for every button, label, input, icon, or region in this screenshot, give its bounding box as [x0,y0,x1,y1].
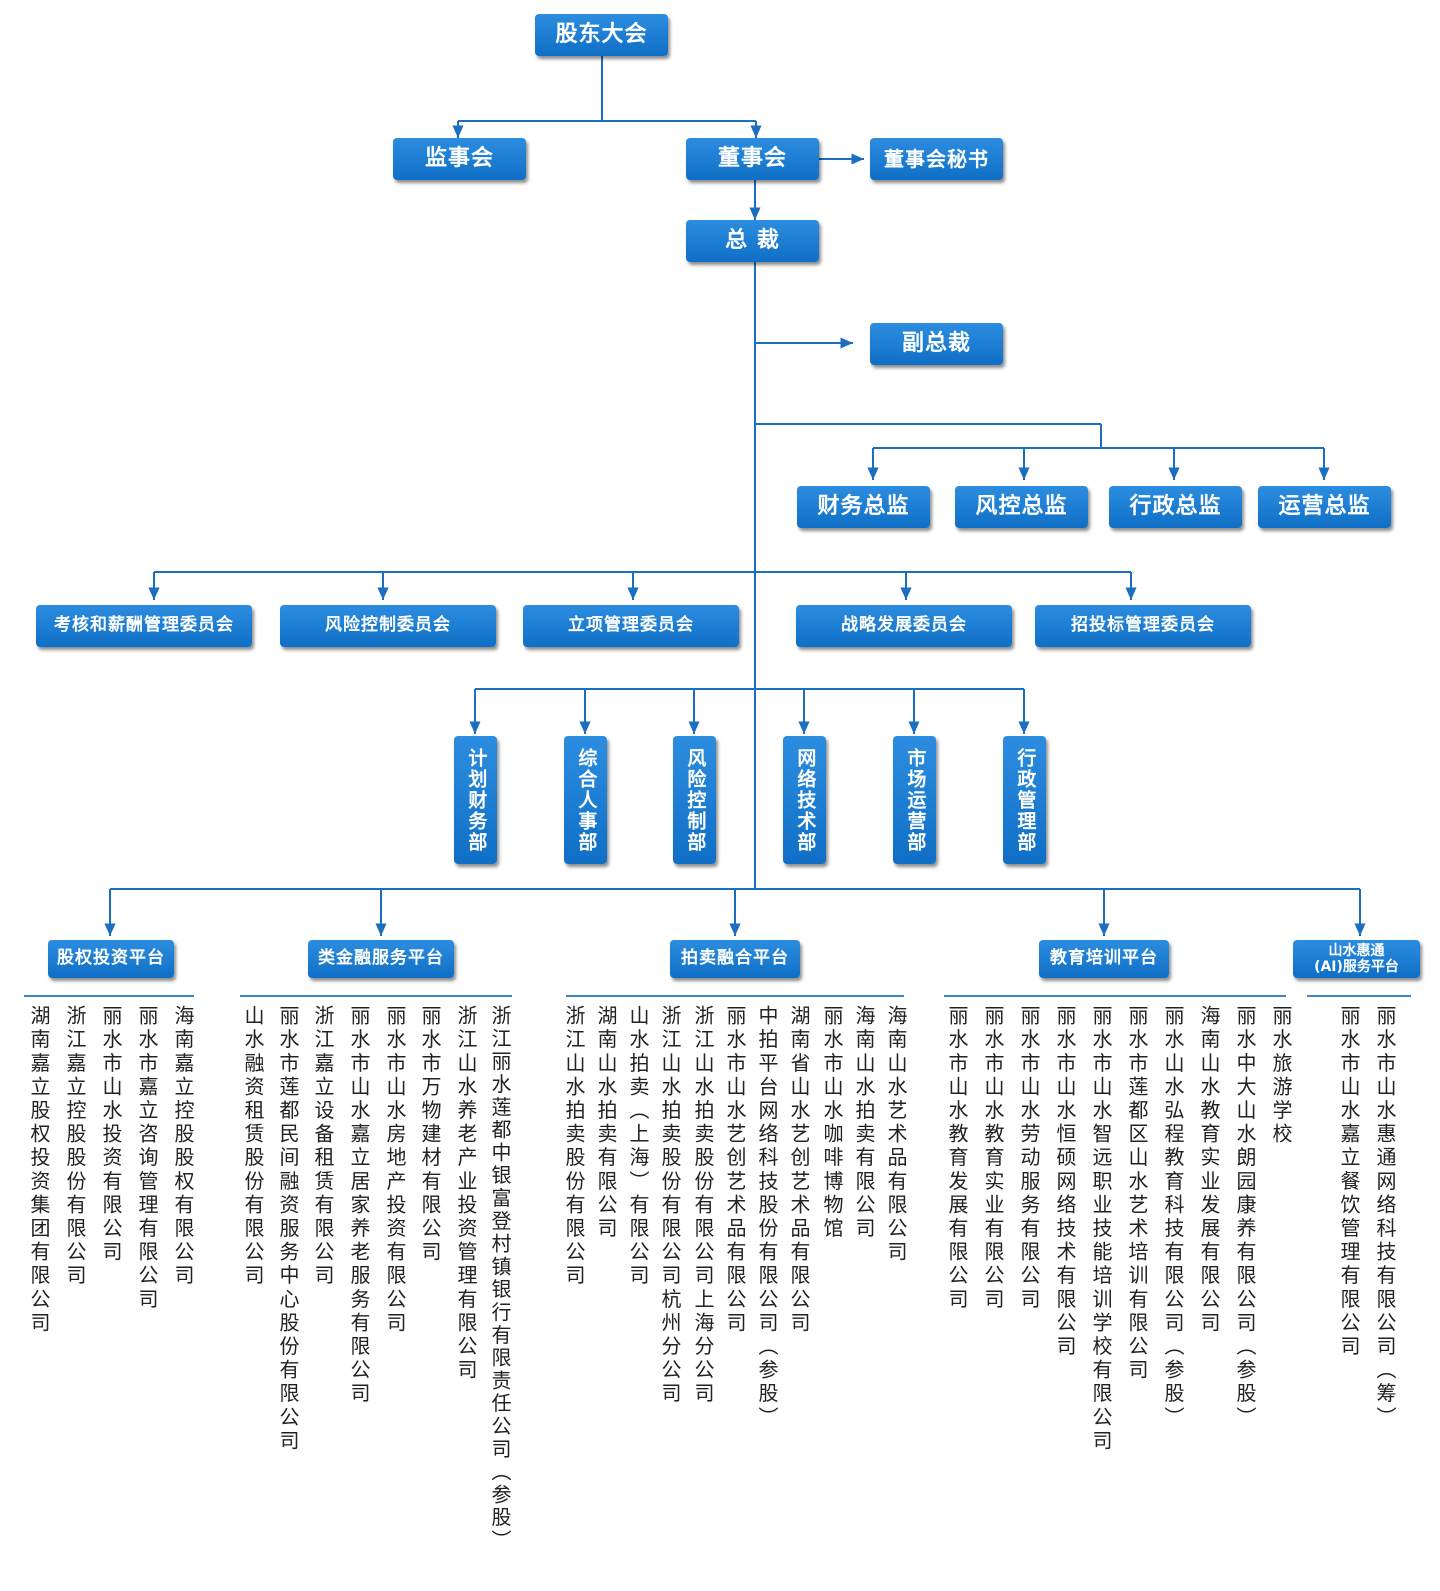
dept-planning-finance: 计划财务部 [454,736,497,864]
committee-compensation: 考核和薪酬管理委员会 [36,605,252,647]
company-name: 丽水市万物建材有限公司 [418,1005,442,1265]
company-name: 丽水市山水劳动服务有限公司 [1017,1005,1041,1312]
dept-network-tech: 网络技术部 [783,736,826,864]
platform-education: 教育培训平台 [1039,940,1169,978]
company-name: 丽水市山水惠通网络科技有限公司（筹） [1373,1005,1397,1430]
company-name: 丽水中大山水朗园康养有限公司（参股） [1233,1005,1257,1430]
company-name: 海南山水拍卖有限公司 [852,1005,876,1241]
company-name: 丽水市莲都民间融资服务中心股份有限公司 [276,1005,300,1454]
company-name: 丽水市山水教育实业有限公司 [981,1005,1005,1312]
company-name: 丽水山水弘程教育科技有限公司（参股） [1161,1005,1185,1430]
company-name: 浙江山水拍卖股份有限公司上海分公司 [691,1005,715,1407]
shareholders-box: 股东大会 [535,14,668,56]
board-box: 董事会 [686,138,819,180]
director-operations: 运营总监 [1258,486,1391,528]
company-name: 丽水市莲都区山水艺术培训有限公司 [1125,1005,1149,1383]
company-name: 山水融资租赁股份有限公司 [241,1005,265,1289]
committee-bidding: 招投标管理委员会 [1035,605,1251,647]
board-secretary-box: 董事会秘书 [870,138,1003,180]
company-name: 浙江嘉立设备租赁有限公司 [311,1005,335,1289]
company-name: 丽水旅游学校 [1269,1005,1293,1147]
platform-ai-service-line1: 山水惠通 [1328,942,1385,959]
dept-marketing: 市场运营部 [893,736,936,864]
committee-project: 立项管理委员会 [523,605,739,647]
company-name: 浙江山水养老产业投资管理有限公司 [454,1005,478,1383]
company-name: 中拍平台网络科技股份有限公司（参股） [755,1005,779,1430]
company-name: 丽水市嘉立咨询管理有限公司 [135,1005,159,1312]
company-name: 湖南山水拍卖有限公司 [594,1005,618,1241]
platform-equity: 股权投资平台 [48,940,174,978]
company-name: 浙江丽水莲都中银富登村镇银行有限责任公司（参股） [488,1005,512,1553]
company-name: 丽水市山水房地产投资有限公司 [383,1005,407,1336]
platform-auction: 拍卖融合平台 [670,940,800,978]
company-name: 丽水市山水恒硕网络技术有限公司 [1053,1005,1077,1359]
dept-hr: 综合人事部 [564,736,607,864]
company-name: 海南嘉立控股股权有限公司 [171,1005,195,1289]
company-name: 丽水市山水投资有限公司 [99,1005,123,1265]
company-name: 海南山水艺术品有限公司 [884,1005,908,1265]
company-name: 浙江山水拍卖股份有限公司 [562,1005,586,1289]
group-divider [24,995,194,997]
company-name: 丽水市山水艺创艺术品有限公司 [723,1005,747,1336]
group-divider [1307,995,1411,997]
dept-risk-control: 风险控制部 [673,736,716,864]
group-divider [944,995,1286,997]
company-name: 丽水市山水嘉立居家养老服务有限公司 [347,1005,371,1407]
company-name: 湖南嘉立股权投资集团有限公司 [27,1005,51,1336]
company-name: 丽水市山水咖啡博物馆 [820,1005,844,1241]
company-name: 丽水市山水智远职业技能培训学校有限公司 [1089,1005,1113,1454]
company-name: 海南山水教育实业发展有限公司 [1197,1005,1221,1336]
dept-admin: 行政管理部 [1003,736,1046,864]
platform-quasi-finance: 类金融服务平台 [308,940,454,978]
company-name: 浙江山水拍卖股份有限公司杭州分公司 [658,1005,682,1407]
committee-strategy: 战略发展委员会 [796,605,1012,647]
company-name: 山水拍卖（上海）有限公司 [626,1005,650,1289]
committee-risk: 风险控制委员会 [280,605,496,647]
supervisors-box: 监事会 [393,138,526,180]
group-divider [240,995,512,997]
platform-ai-service: 山水惠通 (AI)服务平台 [1293,940,1420,978]
director-finance: 财务总监 [797,486,930,528]
platform-ai-service-line2: (AI)服务平台 [1314,959,1399,975]
director-risk: 风控总监 [955,486,1088,528]
company-name: 丽水市山水嘉立餐饮管理有限公司 [1337,1005,1361,1359]
company-name: 浙江嘉立控股股份有限公司 [63,1005,87,1289]
vice-president-box: 副总裁 [870,323,1003,365]
group-divider [566,995,904,997]
company-name: 湖南省山水艺创艺术品有限公司 [787,1005,811,1336]
director-admin: 行政总监 [1109,486,1242,528]
president-box: 总 裁 [686,220,819,262]
company-name: 丽水市山水教育发展有限公司 [945,1005,969,1312]
